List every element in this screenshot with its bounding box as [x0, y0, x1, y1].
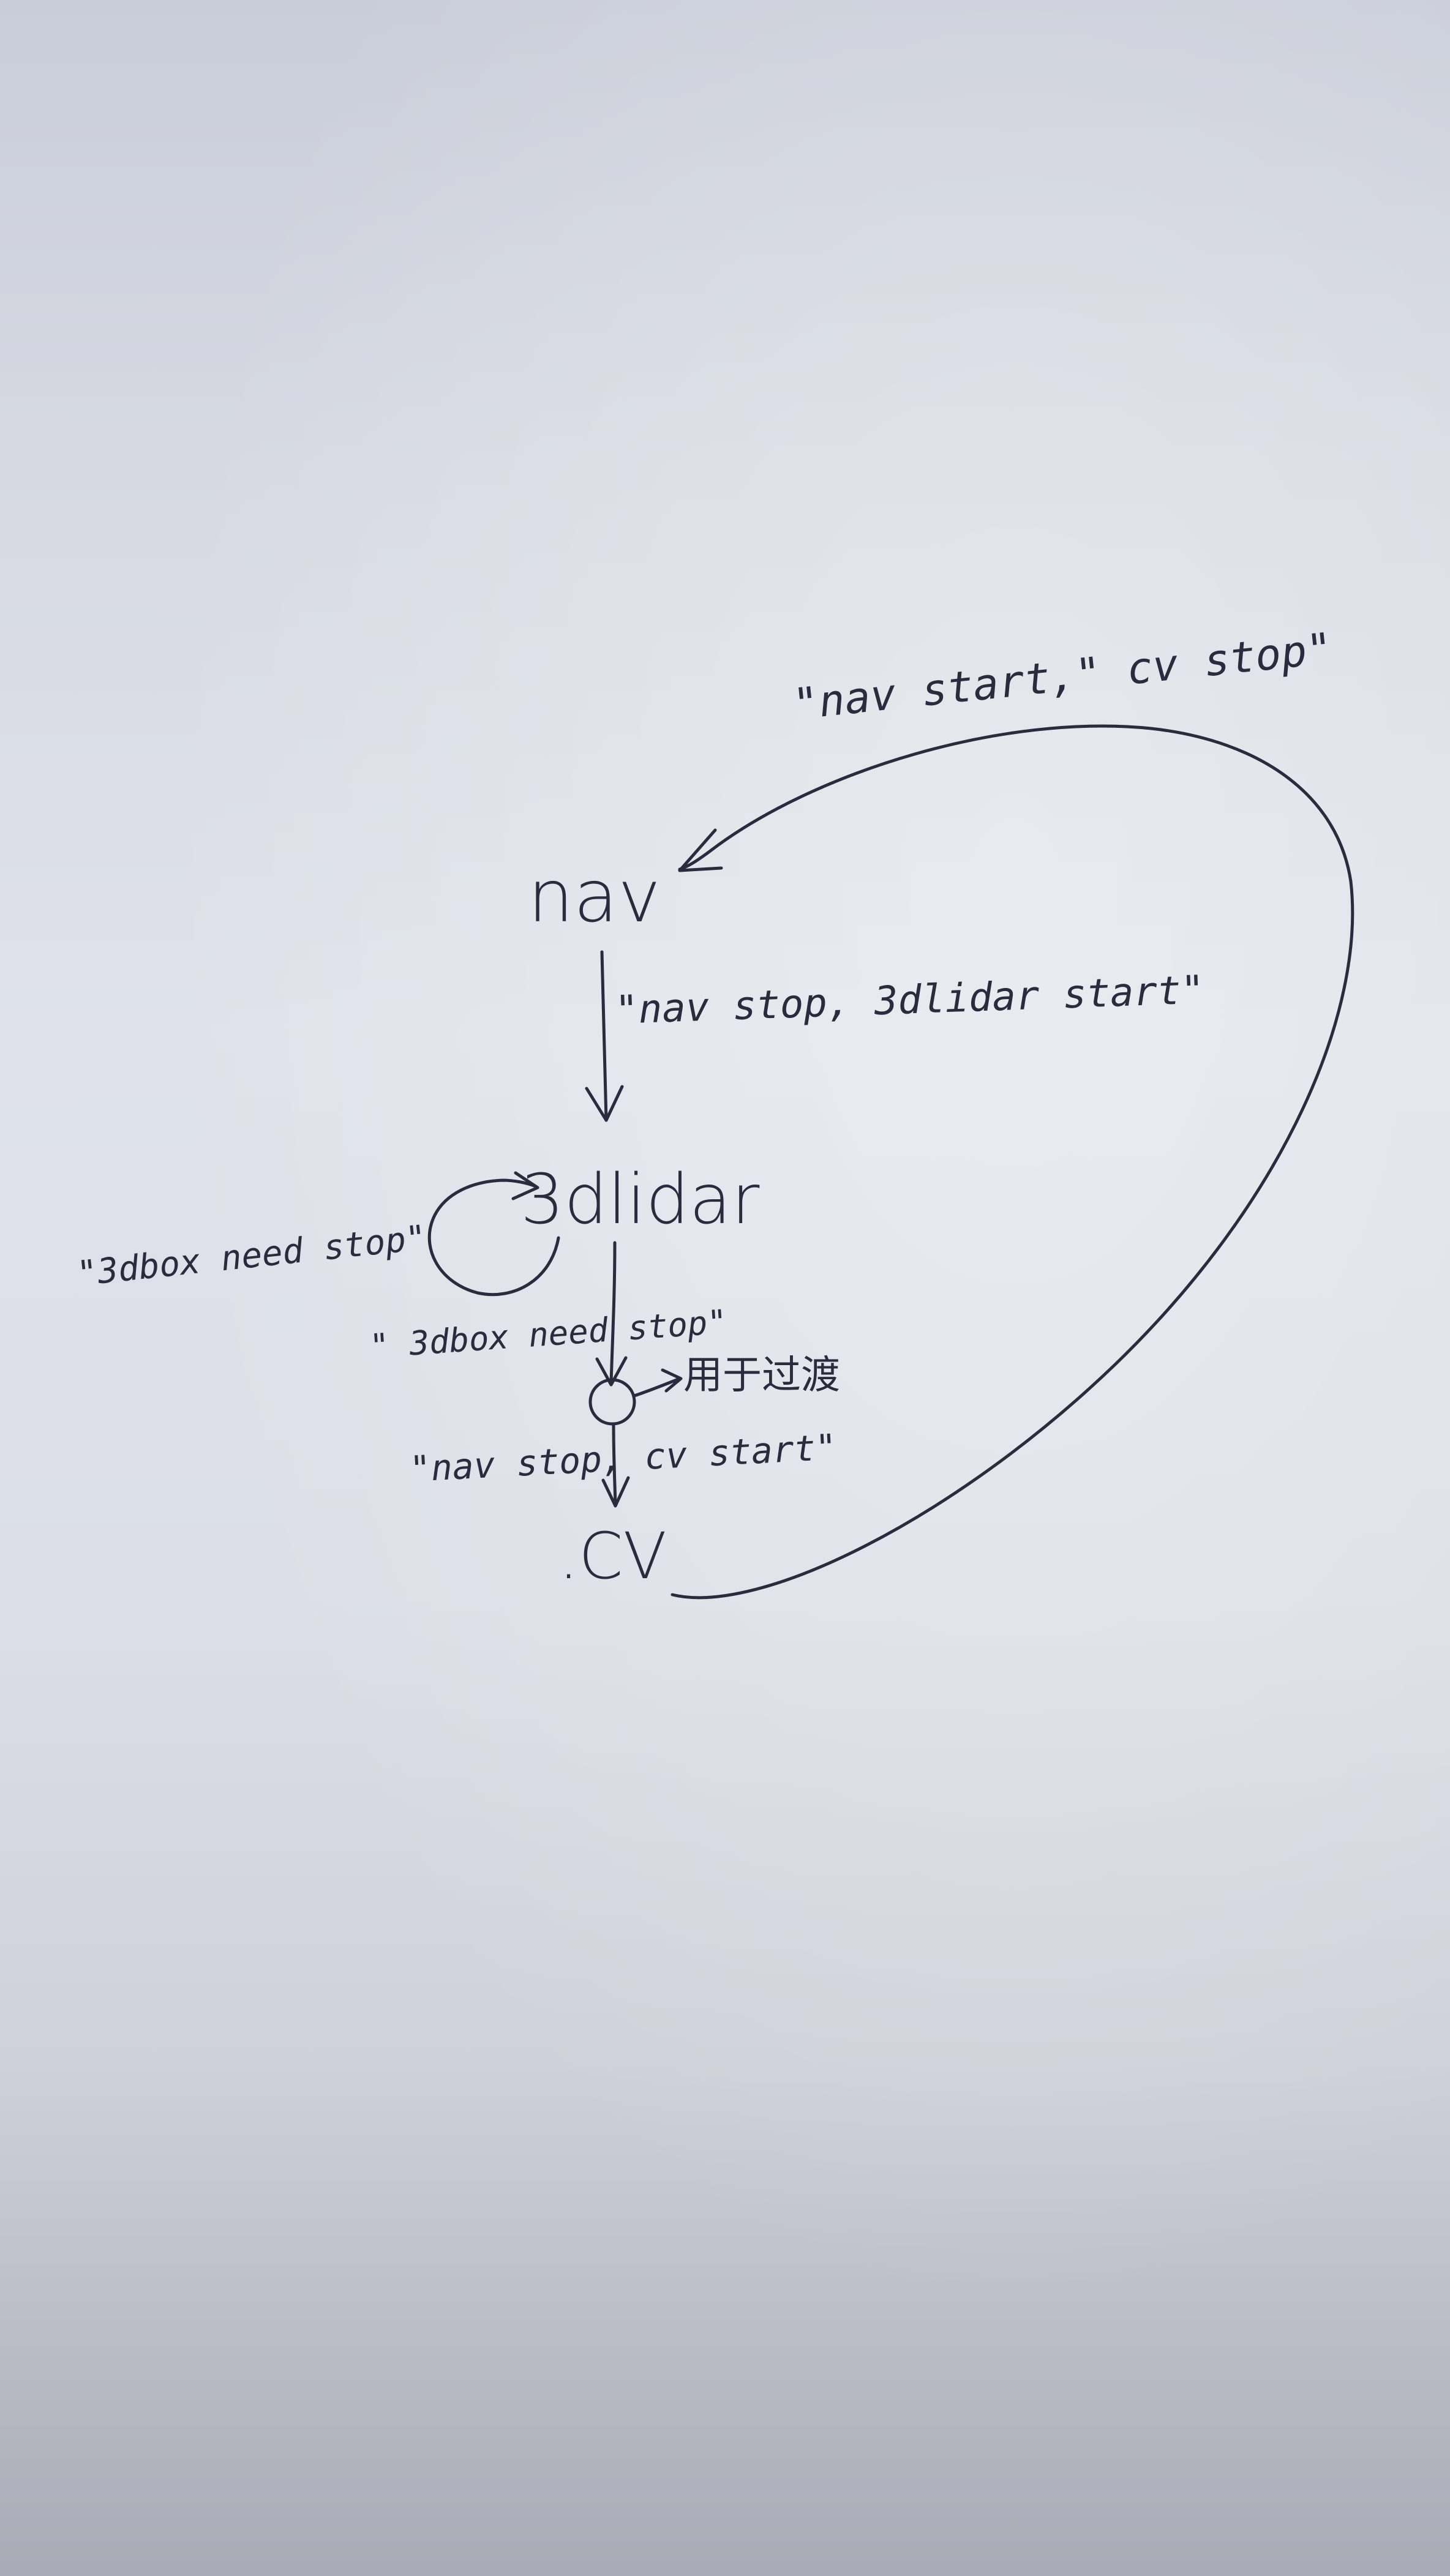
edge-3dlidar-to-transition-arrowhead: [595, 1356, 628, 1387]
edge-cv-to-nav: [671, 724, 1354, 1600]
node-nav: nav: [528, 854, 661, 938]
edge-nav-to-3dlidar-arrowhead: [585, 1085, 624, 1122]
edge-cv-to-nav-arrowhead: [678, 828, 723, 872]
edge-cv-to-nav-curve: [671, 724, 1354, 1600]
transition-state-circle: [588, 1378, 636, 1426]
self-loop-curve: [427, 1178, 560, 1297]
edge-nav-to-3dlidar: [585, 950, 624, 1122]
transition-note-pointer: [633, 1368, 683, 1398]
self-loop-arrowhead: [511, 1171, 539, 1200]
edge-3dlidar-to-transition-line: [609, 1241, 617, 1385]
edge-nav-to-3dlidar-line: [600, 950, 608, 1122]
annotation-transition-note: 用于过渡: [683, 1353, 840, 1398]
note-pointer-line: [633, 1377, 682, 1398]
edge-3dlidar-self-loop: [427, 1171, 560, 1297]
edge-transition-to-cv: [601, 1422, 630, 1508]
label-3dlidar-self-loop: "3dbox need stop": [75, 1218, 429, 1294]
node-3dlidar: 3dlidar: [520, 1160, 759, 1240]
label-3dlidar-to-transition: " 3dbox need stop": [369, 1302, 729, 1366]
label-nav-to-3dlidar: "nav stop, 3dlidar start": [614, 967, 1205, 1033]
label-transition-to-cv: "nav stop, cv start": [408, 1426, 838, 1490]
note-pointer-arrowhead: [661, 1368, 683, 1393]
edge-transition-to-cv-line: [612, 1422, 617, 1507]
edge-3dlidar-to-transition: [595, 1241, 628, 1387]
node-cv: .CV: [558, 1519, 667, 1593]
edge-transition-to-cv-arrowhead: [601, 1476, 630, 1508]
label-cv-to-nav: "nav start," cv stop": [791, 623, 1335, 730]
